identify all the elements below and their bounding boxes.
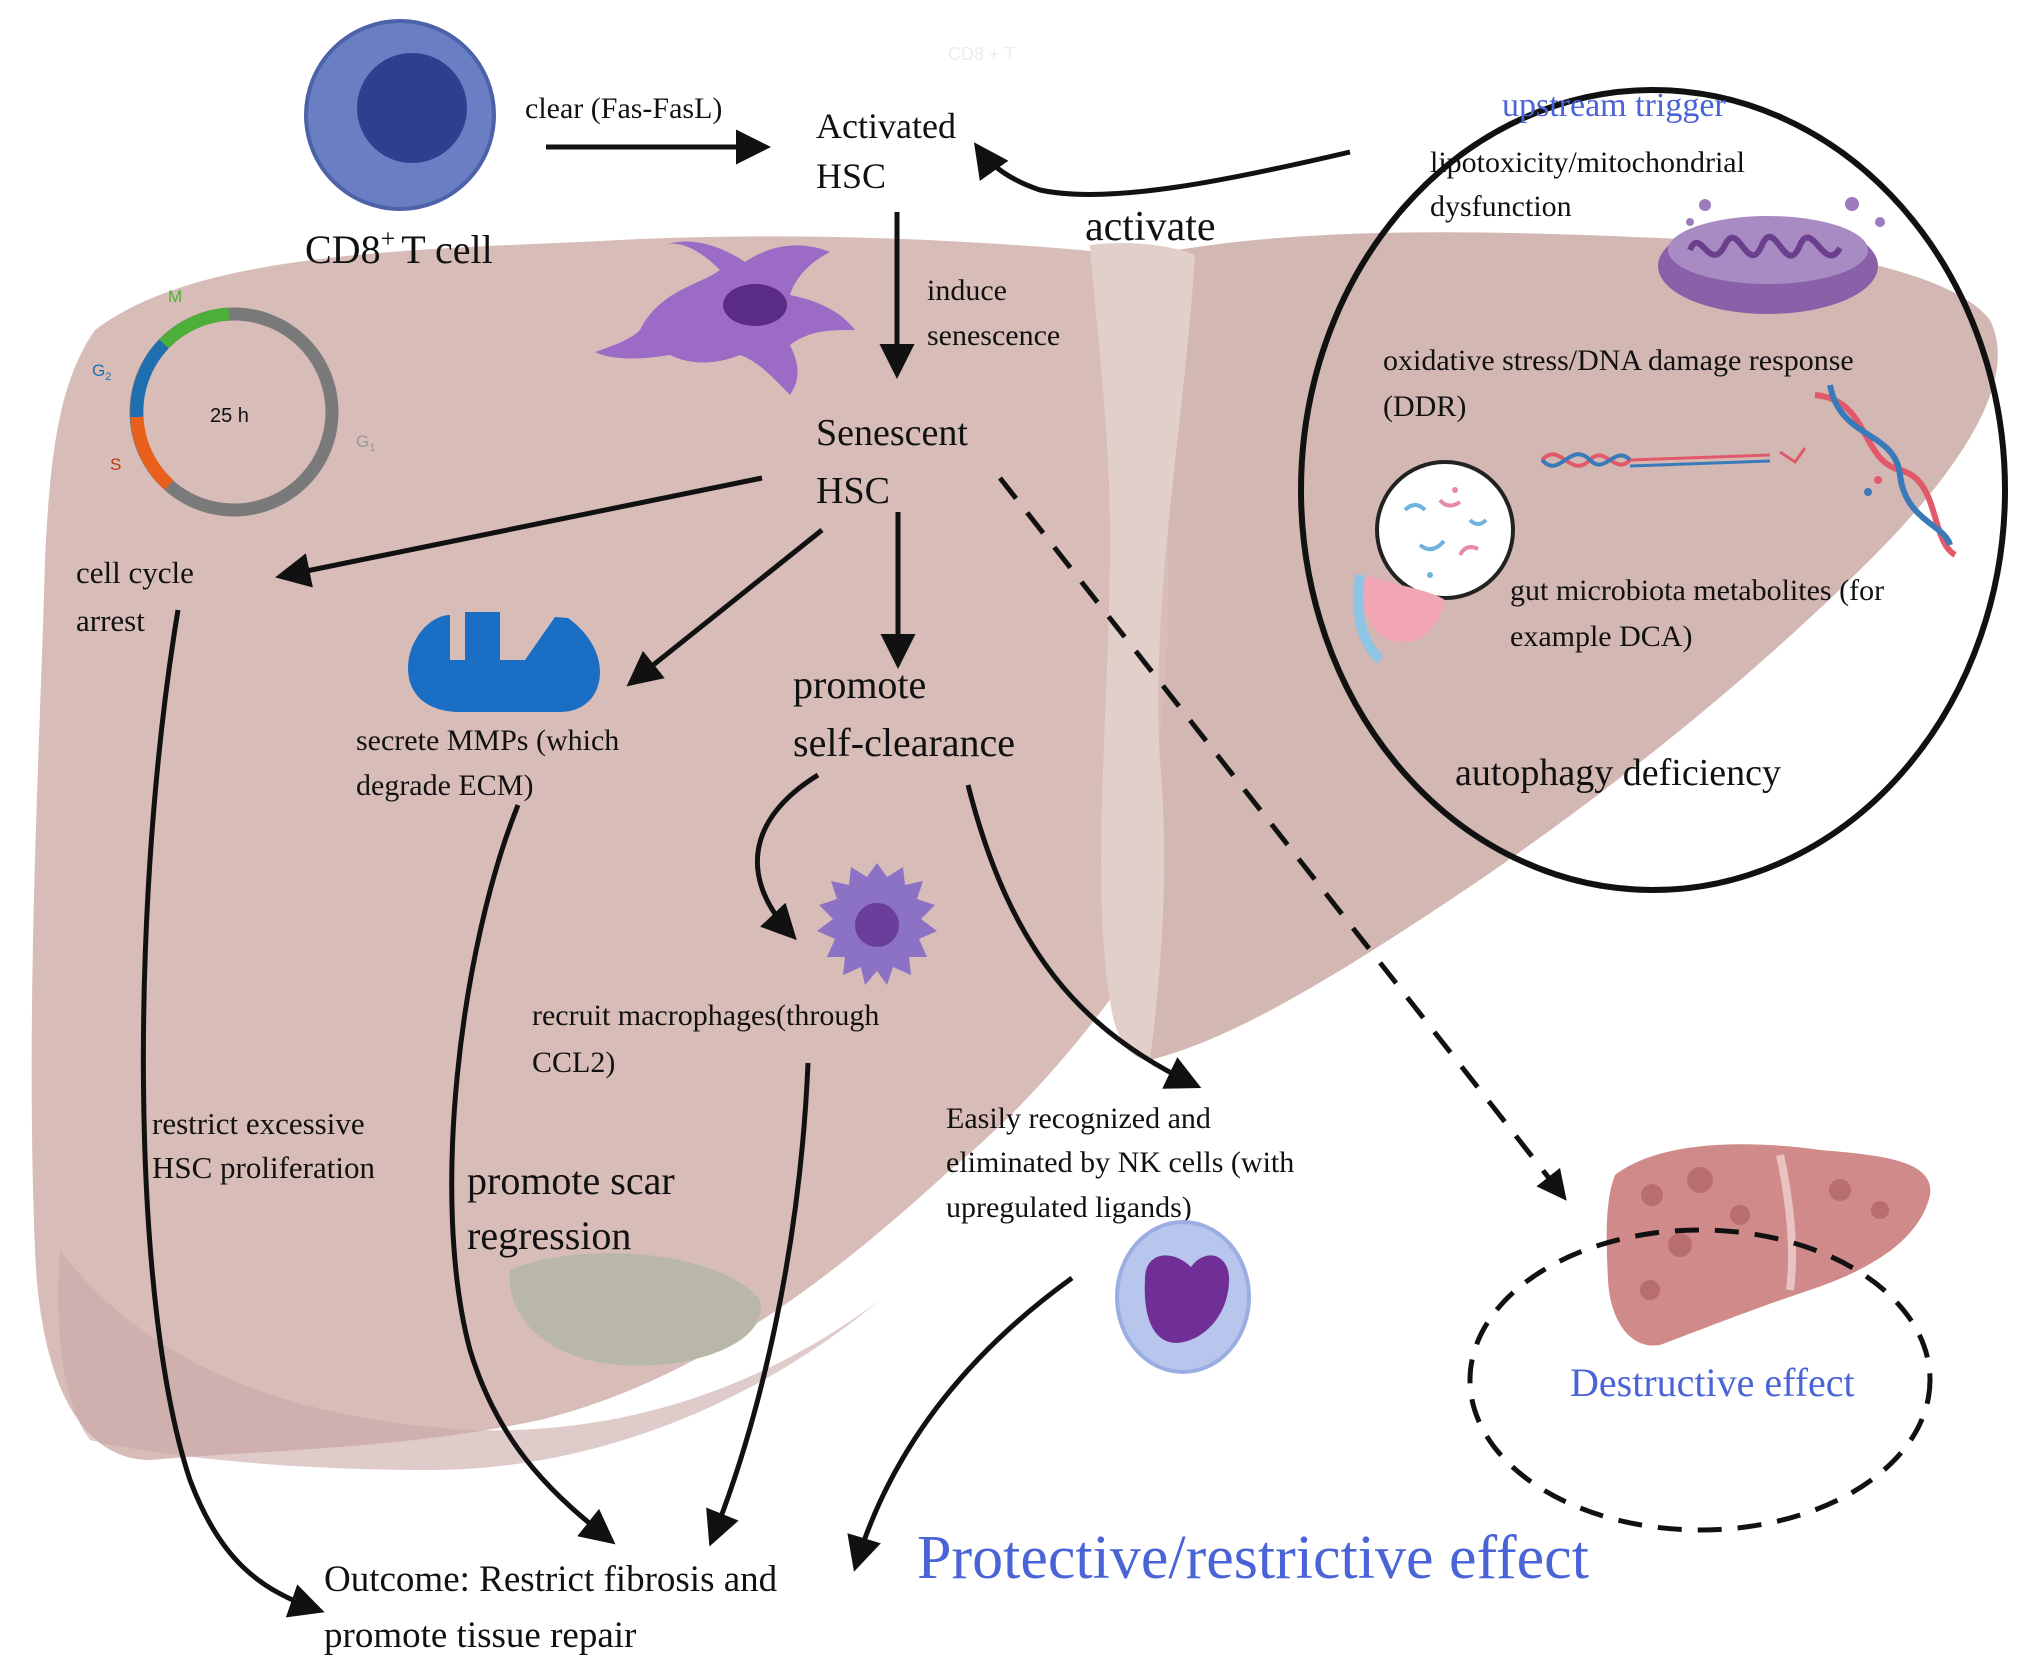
node-self-clearance-line2: self-clearance xyxy=(793,720,1015,765)
svg-text:CD8+T cell: CD8+T cell xyxy=(305,224,493,272)
node-mmps-line2: degrade ECM) xyxy=(356,769,533,802)
nk-cell-icon xyxy=(1115,1220,1251,1374)
node-scar-line2: regression xyxy=(467,1213,631,1258)
destructive-effect-ellipse xyxy=(1467,1227,1933,1533)
hsc-cell-icon xyxy=(595,241,855,395)
phase-label-g1: G xyxy=(356,432,369,451)
phase-label-g2-sub: 2 xyxy=(105,371,111,383)
node-senescent-hsc-line2: HSC xyxy=(816,470,890,512)
upstream-item3-line2: example DCA) xyxy=(1510,620,1692,653)
node-restrict-line2: HSC proliferation xyxy=(152,1150,375,1185)
arrow-to-macrophage xyxy=(755,772,820,941)
dna-strand-icon xyxy=(1540,447,1807,468)
svg-text:HSC: HSC xyxy=(816,156,886,196)
arrow-macrophage-to-outcome xyxy=(706,1062,811,1547)
node-restrict-line1: restrict excessive xyxy=(152,1106,365,1141)
upstream-item2-line2: (DDR) xyxy=(1383,390,1466,423)
cd8-label-sup: + xyxy=(381,224,396,253)
liver-left-lobe xyxy=(31,236,1312,1460)
phase-label-s: S xyxy=(110,455,121,474)
node-outcome-line1: Outcome: Restrict fibrosis and xyxy=(324,1559,778,1600)
dna-double-helix-icon xyxy=(1814,384,1957,558)
edge-label-activate: activate xyxy=(1085,204,1216,250)
liver-lower-shadow xyxy=(58,1250,881,1470)
node-nk-line3: upregulated ligands) xyxy=(946,1191,1192,1224)
arrow-nk-to-outcome xyxy=(847,1275,1074,1572)
protective-effect-label: Protective/restrictive effect xyxy=(917,1524,1589,1592)
arrow-to-cell-cycle-arrest xyxy=(275,475,763,588)
gallbladder xyxy=(509,1253,761,1366)
arrow-to-destructive-effect xyxy=(998,476,1567,1201)
macrophage-icon xyxy=(817,863,937,985)
upstream-trigger-ellipse xyxy=(1298,87,2008,893)
node-macrophage-line1: recruit macrophages(through xyxy=(532,999,879,1032)
node-cell-cycle-arrest-line1: cell cycle xyxy=(76,555,194,590)
edge-label-clear: clear (Fas-FasL) xyxy=(525,92,722,125)
node-activated-hsc-line2: HSC xyxy=(816,156,886,196)
cd8-t-cell-icon xyxy=(304,19,496,211)
cell-cycle-duration: 25 h xyxy=(210,405,249,427)
arrow-to-mmps xyxy=(626,528,824,687)
gut-microbiota-icon xyxy=(1353,460,1515,664)
svg-text:Activated: Activated xyxy=(816,106,956,146)
cd8-label-rest: T cell xyxy=(401,227,492,272)
upstream-item1-line2: dysfunction xyxy=(1430,190,1572,223)
svg-text:G2: G2 xyxy=(92,361,111,383)
arrow-arrest-to-outcome xyxy=(140,609,325,1618)
node-scar-line1: promote scar xyxy=(467,1158,675,1203)
destructive-effect-label: Destructive effect xyxy=(1570,1360,1855,1405)
phase-label-m: M xyxy=(168,287,182,306)
node-outcome-line2: promote tissue repair xyxy=(324,1615,636,1656)
liver-ligament xyxy=(1090,243,1195,1061)
damaged-liver-icon xyxy=(1606,1144,1931,1346)
edge-label-induce-1: induce xyxy=(927,274,1007,307)
phase-label-g2: G xyxy=(92,361,105,380)
arrow-to-nk-cells xyxy=(965,784,1202,1089)
arrow-mmps-to-outcome xyxy=(449,804,616,1545)
edge-label-induce-2: senescence xyxy=(927,319,1060,352)
upstream-item3-line1: gut microbiota metabolites (for xyxy=(1510,574,1884,607)
upstream-item2-line1: oxidative stress/DNA damage response xyxy=(1383,344,1854,377)
node-activated-hsc-line1: Activated xyxy=(816,106,956,146)
node-nk-line2: eliminated by NK cells (with xyxy=(946,1146,1294,1179)
mitochondrion-icon xyxy=(1658,197,1885,314)
node-mmps-line1: secrete MMPs (which xyxy=(356,724,619,757)
cd8-label-main: CD8 xyxy=(305,227,381,272)
phase-label-g1-sub: 1 xyxy=(369,442,375,454)
svg-text:G1: G1 xyxy=(356,432,375,454)
liver-illustration xyxy=(31,232,1998,1470)
upstream-title: upstream trigger xyxy=(1502,87,1726,124)
node-self-clearance-line1: promote xyxy=(793,662,926,707)
mmp-enzyme-icon xyxy=(408,612,600,712)
cd8-faint-label: CD8 + T xyxy=(948,44,1015,64)
node-macrophage-line2: CCL2) xyxy=(532,1046,615,1079)
upstream-item1-line1: lipotoxicity/mitochondrial xyxy=(1430,146,1745,179)
liver-right-lobe xyxy=(1131,232,1998,1060)
cell-cycle-ring xyxy=(129,307,339,517)
node-senescent-hsc-line1: Senescent xyxy=(816,412,968,454)
node-nk-line1: Easily recognized and xyxy=(946,1102,1211,1135)
node-cell-cycle-arrest-line2: arrest xyxy=(76,603,145,638)
upstream-item4: autophagy deficiency xyxy=(1455,752,1781,794)
activate-arrow xyxy=(973,142,1351,197)
